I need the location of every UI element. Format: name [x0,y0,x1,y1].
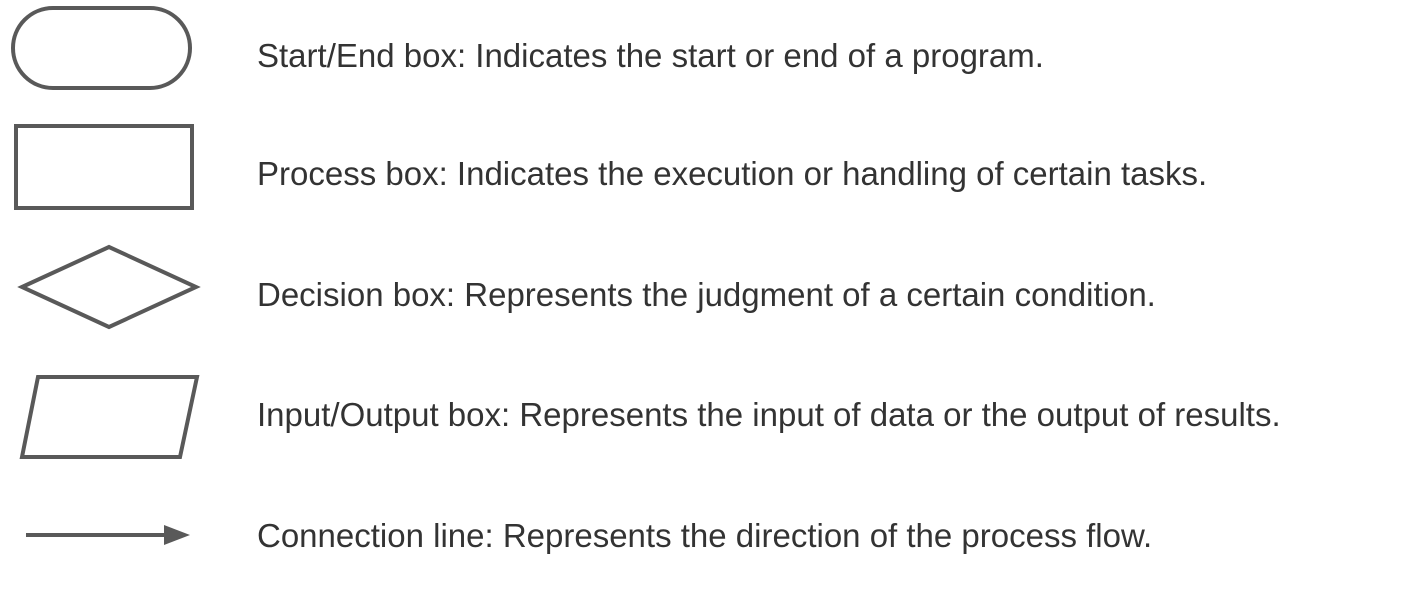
decision-shape [17,244,201,330]
arrow-shape [26,525,190,545]
connection-line-description: Connection line: Represents the directio… [257,517,1153,554]
process-description: Process box: Indicates the execution or … [257,155,1208,192]
decision-description: Decision box: Represents the judgment of… [257,276,1156,313]
flowchart-symbol-legend: Start/End box: Indicates the start or en… [0,0,1406,552]
process-shape [14,124,194,210]
start-end-description: Start/End box: Indicates the start or en… [257,37,1044,74]
input-output-description: Input/Output box: Represents the input o… [257,396,1281,433]
legend-row-process: Process box: Indicates the execution or … [0,118,1406,228]
terminator-shape [11,6,192,90]
input-output-shape [19,375,200,459]
legend-row-start-end: Start/End box: Indicates the start or en… [0,0,1406,110]
legend-row-decision: Decision box: Represents the judgment of… [0,238,1406,348]
legend-row-input-output: Input/Output box: Represents the input o… [0,367,1406,477]
legend-row-connection: Connection line: Represents the directio… [0,485,1406,595]
